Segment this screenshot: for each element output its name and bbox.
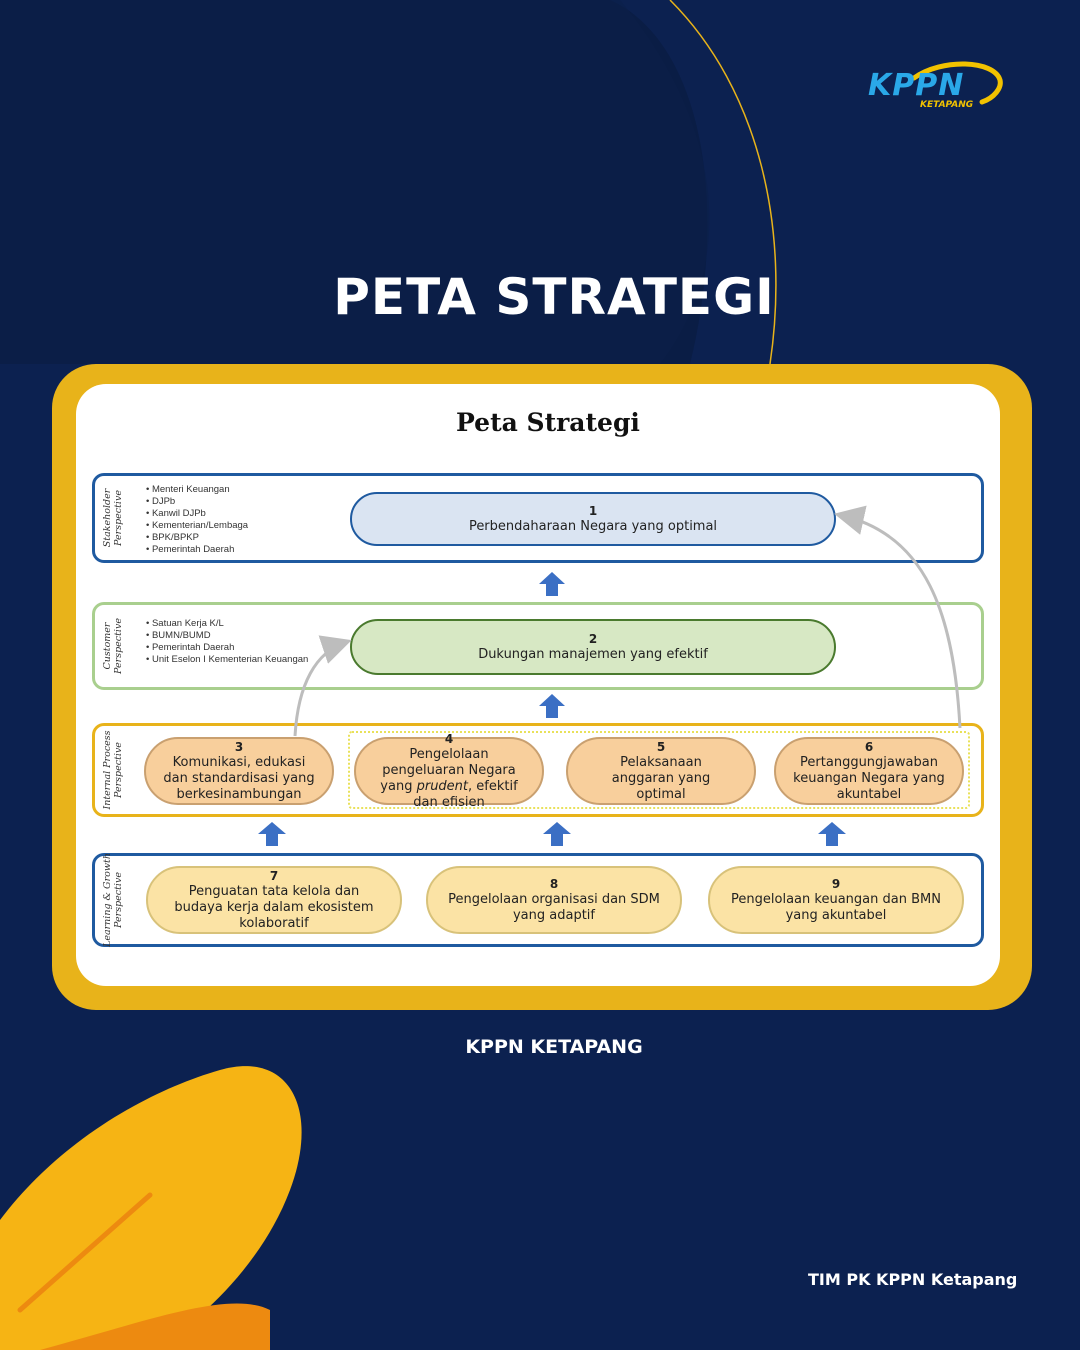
customer-list: Satuan Kerja K/L BUMN/BUMD Pemerintah Da… bbox=[146, 618, 308, 666]
page-title: PETA STRATEGI bbox=[333, 268, 775, 326]
list-item: Menteri Keuangan bbox=[146, 484, 248, 496]
curved-arrow-3-to-2 bbox=[293, 635, 352, 737]
list-item: Unit Eselon I Kementerian Keuangan bbox=[146, 654, 308, 666]
list-item: Kementerian/Lembaga bbox=[146, 520, 248, 532]
objective-3: 3 Komunikasi, edukasi dan standardisasi … bbox=[144, 737, 334, 805]
objective-4: 4 Pengelolaan pengeluaran Negara yang pr… bbox=[354, 732, 544, 810]
objective-1: 1 Perbendaharaan Negara yang optimal bbox=[350, 492, 836, 546]
logo-text: KPPN bbox=[868, 68, 965, 103]
band-stakeholder bbox=[92, 473, 984, 563]
list-item: DJPb bbox=[146, 496, 248, 508]
diagram-card: Peta Strategi Stakeholder Perspective Me… bbox=[76, 384, 1000, 986]
up-arrow-icon bbox=[818, 822, 846, 846]
objective-6: 6 Pertanggungjawaban keuangan Negara yan… bbox=[774, 737, 964, 805]
up-arrow-icon bbox=[258, 822, 286, 846]
logo-subtext: KETAPANG bbox=[920, 100, 974, 110]
band-learning-growth bbox=[92, 853, 984, 947]
list-item: BUMN/BUMD bbox=[146, 630, 308, 642]
footer-credit: TIM PK KPPN Ketapang bbox=[808, 1270, 1018, 1289]
objective-5: 5 Pelaksanaan anggaran yang optimal bbox=[566, 737, 756, 805]
objective-2: 2 Dukungan manajemen yang efektif bbox=[350, 619, 836, 675]
list-item: Pemerintah Daerah bbox=[146, 642, 308, 654]
up-arrow-icon bbox=[539, 572, 565, 596]
list-item: Satuan Kerja K/L bbox=[146, 618, 308, 630]
up-arrow-icon bbox=[539, 694, 565, 718]
list-item: BPK/BPKP bbox=[146, 532, 248, 544]
curved-arrow-6-to-1 bbox=[834, 505, 962, 729]
diagram-arrows bbox=[258, 505, 962, 846]
objective-8: 8 Pengelolaan organisasi dan SDM yang ad… bbox=[426, 866, 682, 934]
list-item: Kanwil DJPb bbox=[146, 508, 248, 520]
footer-caption: KPPN KETAPANG bbox=[465, 1036, 643, 1058]
up-arrow-icon bbox=[543, 822, 571, 846]
stakeholder-list: Menteri Keuangan DJPb Kanwil DJPb Kement… bbox=[146, 484, 248, 556]
kppn-logo: KPPN KETAPANG bbox=[862, 58, 1012, 118]
objective-9: 9 Pengelolaan keuangan dan BMN yang akun… bbox=[708, 866, 964, 934]
diagram-title: Peta Strategi bbox=[456, 408, 640, 437]
objective-7: 7 Penguatan tata kelola dan budaya kerja… bbox=[146, 866, 402, 934]
band-customer bbox=[92, 602, 984, 690]
list-item: Pemerintah Daerah bbox=[146, 544, 248, 556]
band-internal-process bbox=[92, 723, 984, 817]
process-group-outline bbox=[348, 731, 970, 809]
